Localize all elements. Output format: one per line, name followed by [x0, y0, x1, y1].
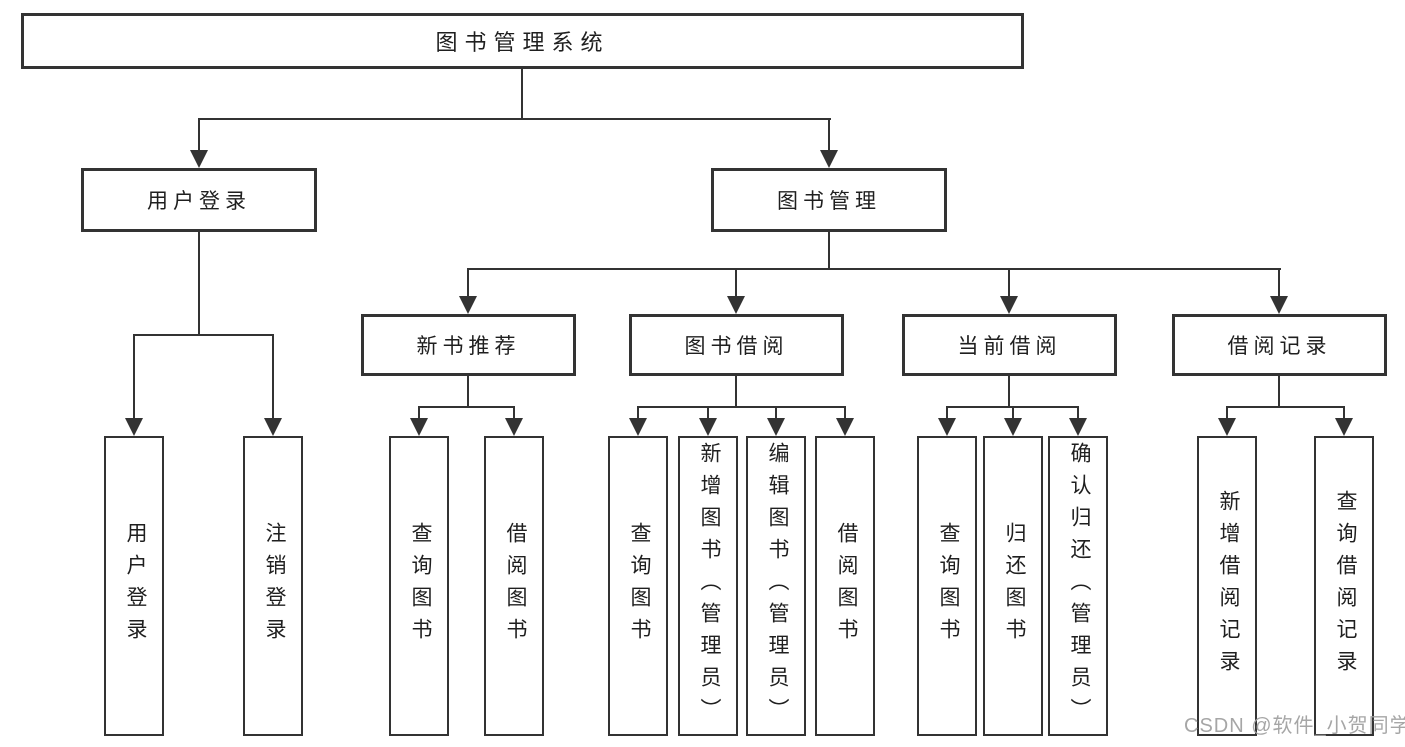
arrowhead-query-books-2 [629, 418, 647, 436]
connector-to-add-record [1226, 406, 1228, 420]
connector-bookmgmt-stem [828, 230, 830, 270]
arrowhead-book-borrow [727, 296, 745, 314]
arrowhead-borrow-records [1270, 296, 1288, 314]
connector-root-stem [521, 68, 523, 120]
leaf-query-books-2: 查询图书 [608, 436, 668, 736]
connector-to-book-management [828, 118, 830, 152]
node-user-login: 用户登录 [81, 168, 317, 232]
connector-borrowrecords-stem [1278, 374, 1280, 408]
leaf-logout: 注销登录 [243, 436, 303, 736]
connector-userlogin-crossbar [133, 334, 274, 336]
leaf-query-books-3: 查询图书 [917, 436, 977, 736]
arrowhead-new-book [459, 296, 477, 314]
node-book-management: 图书管理 [711, 168, 947, 232]
connector-bookmgmt-crossbar [467, 268, 1281, 270]
arrowhead-query-books-3 [938, 418, 956, 436]
connector-root-crossbar [198, 118, 831, 120]
arrowhead-leaf-logout [264, 418, 282, 436]
connector-to-current-borrow [1008, 268, 1010, 298]
arrowhead-book-management [820, 150, 838, 168]
connector-to-borrow-records [1278, 268, 1280, 298]
arrowhead-add-record [1218, 418, 1236, 436]
connector-to-leaf-logout [272, 334, 274, 420]
arrowhead-user-login [190, 150, 208, 168]
arrowhead-borrow-books-1 [505, 418, 523, 436]
arrowhead-query-books-1 [410, 418, 428, 436]
leaf-user-login: 用户登录 [104, 436, 164, 736]
connector-to-add-book [707, 406, 709, 420]
arrowhead-leaf-user-login [125, 418, 143, 436]
connector-to-borrow-books-2 [844, 406, 846, 420]
leaf-return-books: 归还图书 [983, 436, 1043, 736]
connector-newbook-stem [467, 374, 469, 408]
connector-to-confirm-return [1077, 406, 1079, 420]
connector-to-leaf-user-login [133, 334, 135, 420]
connector-to-query-books-2 [637, 406, 639, 420]
arrowhead-edit-book [767, 418, 785, 436]
leaf-add-borrow-record: 新增借阅记录 [1197, 436, 1257, 736]
connector-to-query-record [1343, 406, 1345, 420]
connector-to-return-books [1012, 406, 1014, 420]
leaf-confirm-return-admin: 确认归还（管理员） [1048, 436, 1108, 736]
arrowhead-current-borrow [1000, 296, 1018, 314]
connector-to-query-books-1 [418, 406, 420, 420]
arrowhead-return-books [1004, 418, 1022, 436]
connector-currentborrow-stem [1008, 374, 1010, 408]
arrowhead-confirm-return [1069, 418, 1087, 436]
node-new-book-recommendation: 新书推荐 [361, 314, 576, 376]
connector-userlogin-stem [198, 230, 200, 336]
connector-newbook-crossbar [418, 406, 515, 408]
csdn-watermark: CSDN @软件_小贺同学 [1184, 715, 1405, 737]
leaf-borrow-books-1: 借阅图书 [484, 436, 544, 736]
node-borrowing-records: 借阅记录 [1172, 314, 1387, 376]
leaf-borrow-books-2: 借阅图书 [815, 436, 875, 736]
connector-bookborrow-crossbar [637, 406, 846, 408]
leaf-add-book-admin: 新增图书（管理员） [678, 436, 738, 736]
connector-to-new-book [467, 268, 469, 298]
arrowhead-add-book [699, 418, 717, 436]
connector-to-borrow-books-1 [513, 406, 515, 420]
node-book-borrowing: 图书借阅 [629, 314, 844, 376]
node-library-system: 图书管理系统 [21, 13, 1024, 69]
connector-bookborrow-stem [735, 374, 737, 408]
connector-to-book-borrow [735, 268, 737, 298]
arrowhead-borrow-books-2 [836, 418, 854, 436]
node-current-borrowing: 当前借阅 [902, 314, 1117, 376]
connector-to-user-login [198, 118, 200, 152]
arrowhead-query-record [1335, 418, 1353, 436]
leaf-query-books-1: 查询图书 [389, 436, 449, 736]
connector-to-edit-book [775, 406, 777, 420]
leaf-edit-book-admin: 编辑图书（管理员） [746, 436, 806, 736]
connector-borrowrecords-crossbar [1226, 406, 1345, 408]
leaf-query-borrow-record: 查询借阅记录 [1314, 436, 1374, 736]
connector-to-query-books-3 [946, 406, 948, 420]
